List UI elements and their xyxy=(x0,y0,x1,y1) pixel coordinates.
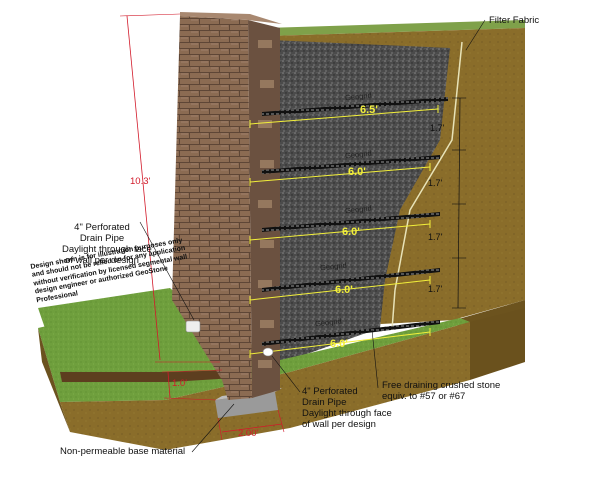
geogrid-band-3 xyxy=(262,212,440,232)
wall-cap xyxy=(180,12,282,24)
geogrid-length-arrow-4 xyxy=(249,279,431,301)
wall-front-face xyxy=(172,16,252,400)
embed-ext-bottom xyxy=(163,397,217,401)
geogrid-length-arrow-2 xyxy=(249,166,431,183)
base-material-label: Non-permeable base material xyxy=(60,446,186,457)
geogrid-2-length: 6.0' xyxy=(348,166,366,178)
spacing-dim-1: 1.7' xyxy=(430,123,445,133)
geogrid-length-arrow-1 xyxy=(249,108,439,125)
leader-lines xyxy=(139,19,486,453)
embed-ext-top xyxy=(161,369,223,373)
crushed-stone-line-1: Free draining crushed stone xyxy=(382,380,501,391)
base-width-dim: 2.00' xyxy=(238,428,259,439)
drain-pipe-upper-line-1: 4" Perforated xyxy=(74,222,130,233)
wall-height-ext-top xyxy=(119,13,181,17)
crushed-stone-label: Free draining crushed stone equiv. to #5… xyxy=(382,380,500,402)
geogrid-4-length: 6.0' xyxy=(335,284,353,296)
gravel-zone xyxy=(270,40,450,360)
filter-fabric-label: Filter Fabric xyxy=(489,15,540,26)
geogrid-layers xyxy=(262,97,448,346)
wall-height-dim-line xyxy=(126,15,161,361)
spacing-dim-line xyxy=(457,97,461,309)
drain-pipe-lower-label: 4" Perforated Drain Pipe Daylight throug… xyxy=(302,386,392,430)
embed-dim: 1.0' xyxy=(172,378,188,389)
geogrid-5-length: 6.0' xyxy=(330,338,348,350)
base-width-ext-right xyxy=(277,409,285,433)
geogrid-band-5 xyxy=(262,320,440,346)
embed-dim-line xyxy=(167,371,171,399)
geogrid-band-1 xyxy=(262,97,448,116)
geogrid-band-4 xyxy=(262,268,440,292)
geogrid-length-arrow-3 xyxy=(249,223,431,241)
drain-pipe-upper-label: 4" Perforated Drain Pipe Daylight throug… xyxy=(62,222,152,266)
spacing-dim-4: 1.7' xyxy=(428,284,443,294)
ground-right-face xyxy=(470,308,525,380)
geogrid-length-arrow-5 xyxy=(249,331,431,355)
drain-pipe-upper xyxy=(185,320,201,333)
geogrid-band-2 xyxy=(262,155,440,174)
spacing-dim-3: 1.7' xyxy=(428,232,443,242)
geogrid-3-length: 6.0' xyxy=(342,226,360,238)
drain-pipe-upper-line-3: Daylight through face xyxy=(62,244,152,255)
geogrid-1-length: 6.5' xyxy=(360,104,378,116)
spacing-dim-2: 1.7' xyxy=(428,178,443,188)
filter-fabric-line xyxy=(391,41,463,331)
drain-pipe-lower xyxy=(262,347,274,357)
wall-side-blocks xyxy=(258,40,274,368)
wall-height-dim: 10.3' xyxy=(130,176,151,187)
grass-front-edge xyxy=(60,370,235,382)
crushed-stone-line-2: equiv. to #57 or #67 xyxy=(382,391,466,402)
drain-pipe-lower-line-2: Drain Pipe xyxy=(302,397,347,408)
drain-pipe-lower-line-3: Daylight through face xyxy=(302,408,392,419)
retained-soil-top xyxy=(265,20,525,36)
drain-pipe-lower-line-4: of wall per design xyxy=(302,419,376,430)
geogrid-length-arrows xyxy=(249,105,439,358)
drain-pipe-lower-line-1: 4" Perforated xyxy=(302,386,358,397)
drain-pipe-upper-line-2: Drain Pipe xyxy=(79,233,125,244)
spacing-ticks xyxy=(452,97,466,309)
drain-pipe-upper-line-4: of wall per design xyxy=(65,255,139,266)
base-width-dim-line xyxy=(221,423,283,433)
